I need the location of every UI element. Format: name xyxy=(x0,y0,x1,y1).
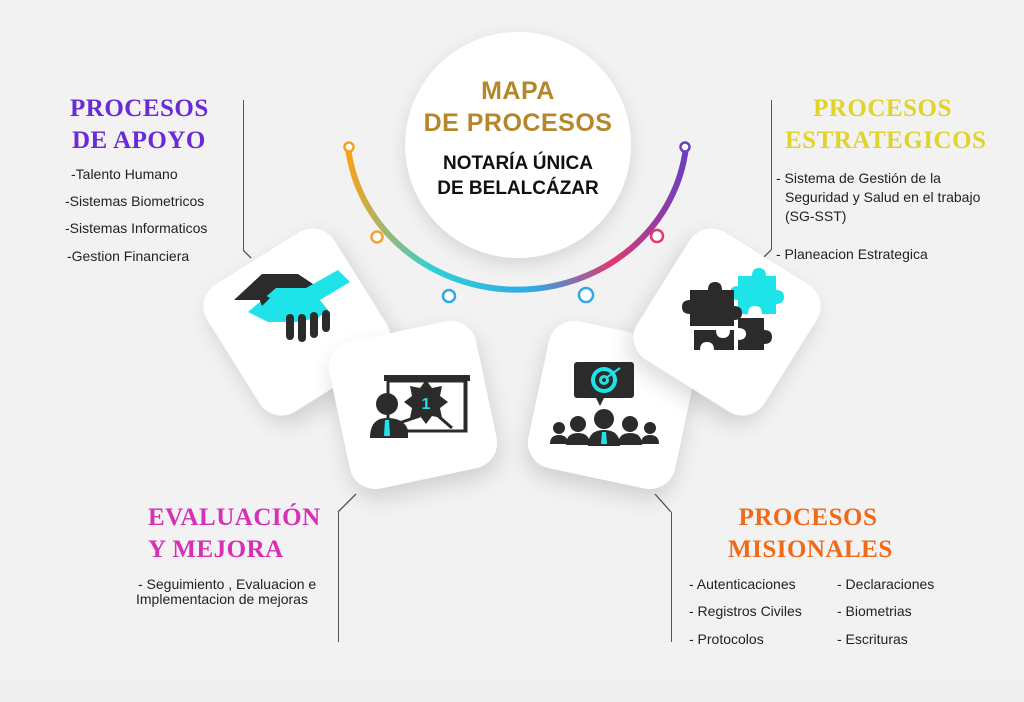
arc-node-2 xyxy=(370,230,384,244)
misionales-item: - Biometrias xyxy=(837,603,912,619)
arc-node-1 xyxy=(343,141,355,153)
misionales-item: - Protocolos xyxy=(689,631,764,647)
apoyo-heading-line2: DE APOYO xyxy=(72,127,206,154)
apoyo-item: -Sistemas Informaticos xyxy=(65,220,208,236)
evaluacion-connector-line xyxy=(338,512,340,642)
evaluacion-item: Implementacion de mejoras xyxy=(136,591,308,607)
misionales-connector-line xyxy=(671,512,673,642)
arc-node-4 xyxy=(577,286,595,304)
apoyo-item: -Gestion Financiera xyxy=(67,248,190,264)
estrategicos-item: Seguridad y Salud en el trabajo xyxy=(785,189,981,205)
evaluacion-heading-line2: Y MEJORA xyxy=(148,536,284,563)
misionales-item: - Declaraciones xyxy=(837,576,935,592)
center-circle: MAPA DE PROCESOS NOTARÍA ÚNICA DE BELALC… xyxy=(405,32,631,258)
misionales-heading-line1: PROCESOS xyxy=(738,504,878,531)
arc-node-6 xyxy=(679,141,691,153)
apoyo-connector-line xyxy=(243,100,245,250)
misionales-item: - Registros Civiles xyxy=(689,603,802,619)
map-title-line2: DE PROCESOS xyxy=(423,109,613,137)
estrategicos-heading: PROCESOS ESTRATEGICOS xyxy=(785,93,987,157)
misionales-item: - Escrituras xyxy=(837,631,908,647)
notary-name-line2: DE BELALCÁZAR xyxy=(437,178,599,199)
svg-text:1: 1 xyxy=(422,396,431,413)
arc-node-5 xyxy=(649,228,665,244)
estrategicos-heading-line1: PROCESOS xyxy=(813,95,952,122)
misionales-heading: PROCESOS MISIONALES xyxy=(728,502,893,566)
estrategicos-item: - Planeacion Estrategica xyxy=(776,246,928,262)
estrategicos-connector-line xyxy=(771,100,773,250)
apoyo-heading-line1: PROCESOS xyxy=(70,95,209,122)
estrategicos-item: - Sistema de Gestión de la xyxy=(776,170,941,186)
apoyo-heading: PROCESOS DE APOYO xyxy=(70,93,209,157)
estrategicos-heading-line2: ESTRATEGICOS xyxy=(785,127,987,154)
misionales-item: - Autenticaciones xyxy=(689,576,796,592)
estrategicos-item: (SG-SST) xyxy=(785,208,847,224)
apoyo-item: -Talento Humano xyxy=(71,166,178,182)
bottom-band xyxy=(0,680,1024,702)
evaluacion-heading-line1: EVALUACIÓN xyxy=(148,504,321,531)
notary-name-line1: NOTARÍA ÚNICA xyxy=(443,153,593,174)
misionales-heading-line2: MISIONALES xyxy=(728,536,893,563)
arc-node-3 xyxy=(441,288,457,304)
map-title-line1: MAPA xyxy=(481,77,555,105)
evaluacion-item: - Seguimiento , Evaluacion e xyxy=(138,576,317,592)
evaluacion-heading: EVALUACIÓN Y MEJORA xyxy=(148,502,321,566)
apoyo-item: -Sistemas Biometricos xyxy=(65,193,205,209)
